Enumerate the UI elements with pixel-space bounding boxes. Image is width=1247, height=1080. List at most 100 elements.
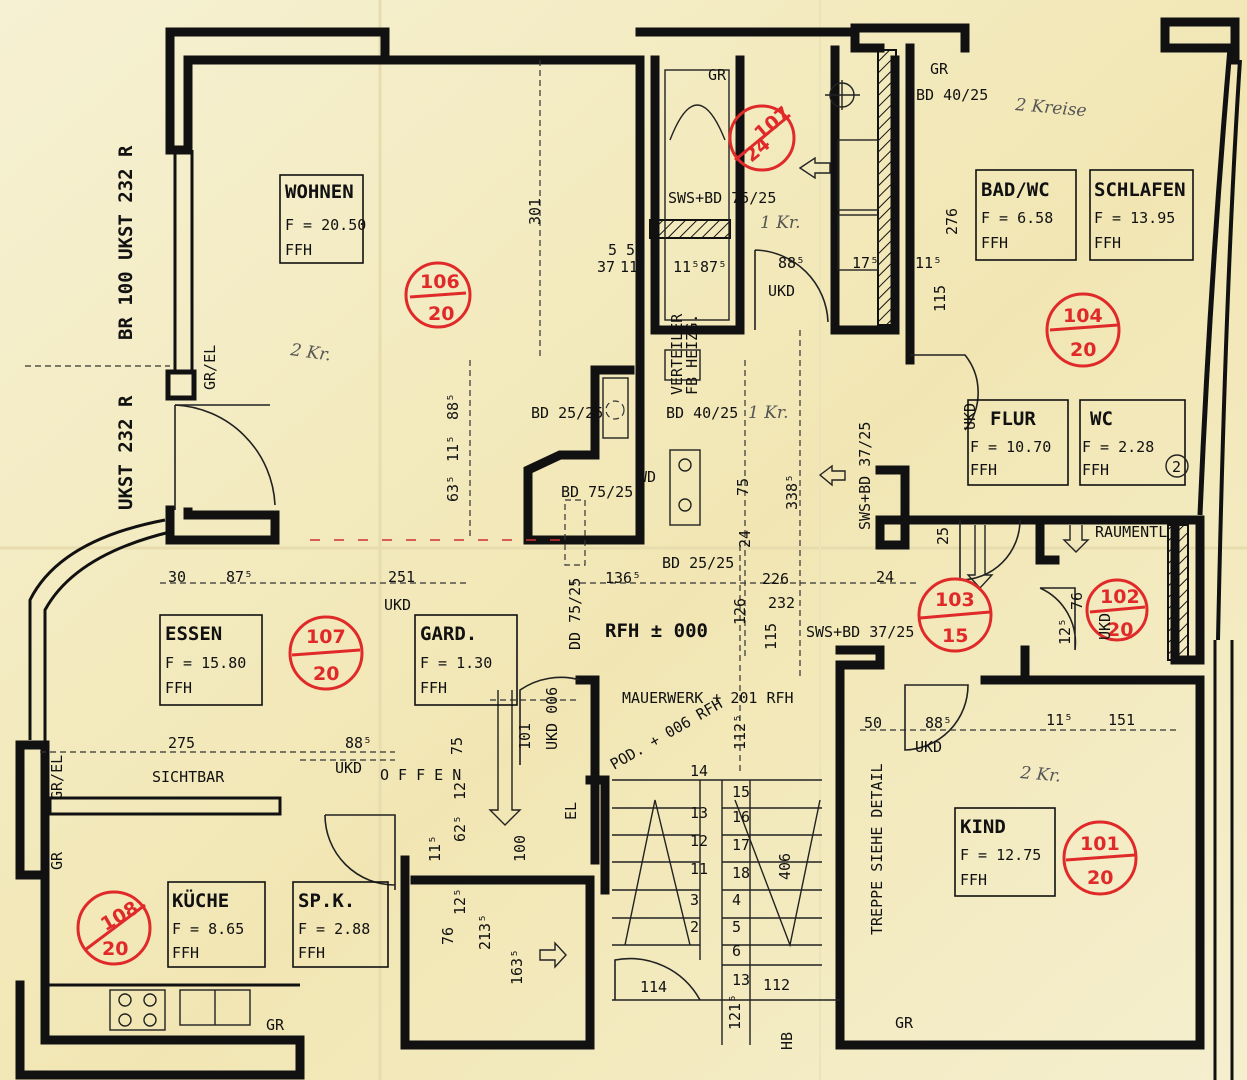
label-gr: GR bbox=[48, 851, 66, 870]
svg-text:17: 17 bbox=[732, 836, 750, 854]
fixtures bbox=[25, 60, 1180, 1045]
svg-text:20: 20 bbox=[1107, 619, 1133, 641]
tech-labels: SWS+BD 75/25 BD 40/25 BD 40/25 BD 25/25 … bbox=[152, 86, 1167, 1050]
svg-text:163⁵: 163⁵ bbox=[508, 949, 526, 985]
stair-numbers: 14 15 13 16 12 17 11 18 4 3 5 2 6 13 bbox=[690, 762, 750, 989]
badge-102: 102 20 bbox=[1085, 578, 1149, 642]
svg-text:87⁵: 87⁵ bbox=[226, 568, 253, 586]
svg-text:24: 24 bbox=[736, 530, 754, 548]
svg-text:5 5: 5 5 bbox=[608, 241, 635, 259]
svg-text:FFH: FFH bbox=[1094, 234, 1121, 252]
room-schlafen: SCHLAFEN F = 13.95 FFH bbox=[1089, 169, 1194, 261]
svg-text:101: 101 bbox=[516, 723, 534, 750]
svg-text:15: 15 bbox=[942, 625, 968, 647]
svg-text:121⁵: 121⁵ bbox=[726, 994, 744, 1030]
svg-text:11⁵: 11⁵ bbox=[673, 258, 700, 276]
svg-text:GARD.: GARD. bbox=[420, 623, 477, 645]
room-wohnen: WOHNEN F = 20.50 FFH bbox=[279, 174, 366, 264]
svg-text:BD 25/25: BD 25/25 bbox=[662, 554, 734, 572]
svg-text:114: 114 bbox=[640, 978, 667, 996]
svg-text:BD 40/25: BD 40/25 bbox=[916, 86, 988, 104]
svg-text:SWS+BD 37/25: SWS+BD 37/25 bbox=[856, 422, 874, 530]
label-gr-top: GR bbox=[708, 66, 727, 84]
svg-text:2: 2 bbox=[1172, 458, 1181, 476]
svg-text:301: 301 bbox=[526, 198, 544, 225]
svg-text:F = 12.75: F = 12.75 bbox=[960, 846, 1041, 864]
svg-text:18: 18 bbox=[732, 864, 750, 882]
svg-text:ESSEN: ESSEN bbox=[165, 623, 222, 645]
svg-text:104: 104 bbox=[1063, 305, 1103, 327]
svg-text:16: 16 bbox=[732, 808, 750, 826]
svg-text:FFH: FFH bbox=[172, 944, 199, 962]
svg-text:213⁵: 213⁵ bbox=[476, 914, 494, 950]
room-wc: WC F = 2.28 FFH 2 bbox=[1079, 399, 1189, 486]
svg-text:103: 103 bbox=[935, 589, 975, 611]
room-bad: BAD/WC F = 6.58 FFH bbox=[975, 169, 1077, 261]
svg-text:17⁵: 17⁵ bbox=[852, 254, 879, 272]
svg-text:126: 126 bbox=[731, 598, 749, 625]
svg-text:12⁵: 12⁵ bbox=[1056, 618, 1074, 645]
svg-text:F = 20.50: F = 20.50 bbox=[285, 216, 366, 234]
svg-text:37: 37 bbox=[597, 258, 615, 276]
svg-text:UKD: UKD bbox=[1096, 613, 1114, 640]
room-labels: WOHNEN F = 20.50 FFH BAD/WC F = 6.58 FFH… bbox=[159, 169, 1194, 968]
svg-text:106: 106 bbox=[420, 271, 460, 293]
svg-text:2 Kr.: 2 Kr. bbox=[1019, 763, 1062, 787]
svg-text:88⁵: 88⁵ bbox=[925, 714, 952, 732]
svg-text:11⁵: 11⁵ bbox=[444, 435, 462, 462]
room-gard: GARD. F = 1.30 FFH bbox=[414, 614, 518, 706]
svg-text:76: 76 bbox=[1068, 592, 1086, 610]
svg-text:F = 1.30: F = 1.30 bbox=[420, 654, 492, 672]
svg-text:232: 232 bbox=[768, 594, 795, 612]
svg-text:102: 102 bbox=[1100, 586, 1140, 608]
svg-text:50: 50 bbox=[864, 714, 882, 732]
svg-text:151: 151 bbox=[1108, 711, 1135, 729]
svg-text:O F F E N: O F F E N bbox=[380, 766, 461, 784]
svg-text:WD: WD bbox=[638, 468, 656, 486]
svg-text:75: 75 bbox=[734, 478, 752, 496]
svg-text:13: 13 bbox=[690, 804, 708, 822]
side-labels: BR 100 UKST 232 R UKST 232 R GR/EL GR/EL… bbox=[48, 60, 949, 1034]
svg-text:25: 25 bbox=[934, 527, 952, 545]
svg-text:BD 40/25: BD 40/25 bbox=[666, 404, 738, 422]
svg-text:VERTEILER: VERTEILER bbox=[668, 313, 686, 395]
svg-text:DD 75/25: DD 75/25 bbox=[566, 578, 584, 650]
svg-text:276: 276 bbox=[943, 208, 961, 235]
svg-text:FLUR: FLUR bbox=[990, 408, 1036, 430]
svg-text:88⁵: 88⁵ bbox=[778, 254, 805, 272]
svg-text:11⁵: 11⁵ bbox=[426, 835, 444, 862]
svg-text:20: 20 bbox=[1087, 867, 1113, 889]
svg-text:FFH: FFH bbox=[420, 679, 447, 697]
svg-text:FFH: FFH bbox=[298, 944, 325, 962]
svg-text:115: 115 bbox=[931, 285, 949, 312]
svg-text:87⁵: 87⁵ bbox=[700, 258, 727, 276]
svg-text:UKD: UKD bbox=[915, 738, 942, 756]
svg-text:13: 13 bbox=[732, 971, 750, 989]
svg-text:4: 4 bbox=[732, 891, 741, 909]
svg-text:11: 11 bbox=[620, 258, 638, 276]
svg-text:EL: EL bbox=[562, 802, 580, 820]
svg-text:F = 15.80: F = 15.80 bbox=[165, 654, 246, 672]
badge-103: 103 15 bbox=[917, 577, 993, 653]
svg-text:SP.K.: SP.K. bbox=[298, 890, 355, 912]
stairs-lines bbox=[612, 779, 840, 1045]
svg-text:20: 20 bbox=[102, 938, 128, 960]
svg-text:75: 75 bbox=[448, 737, 466, 755]
svg-text:FFH: FFH bbox=[960, 871, 987, 889]
svg-text:FFH: FFH bbox=[285, 241, 312, 259]
side-label-top: BR 100 UKST 232 R bbox=[115, 145, 137, 340]
svg-text:112: 112 bbox=[763, 976, 790, 994]
svg-text:RFH ± 000: RFH ± 000 bbox=[605, 620, 708, 642]
svg-text:TREPPE SIEHE DETAIL: TREPPE SIEHE DETAIL bbox=[868, 763, 886, 935]
svg-text:FFH: FFH bbox=[981, 234, 1008, 252]
room-flur: FLUR F = 10.70 FFH bbox=[967, 399, 1069, 486]
svg-text:F = 6.58: F = 6.58 bbox=[981, 209, 1053, 227]
svg-text:HB: HB bbox=[778, 1032, 796, 1050]
svg-text:251: 251 bbox=[388, 568, 415, 586]
svg-text:UKD: UKD bbox=[384, 596, 411, 614]
svg-text:SWS+BD 75/25: SWS+BD 75/25 bbox=[668, 189, 776, 207]
